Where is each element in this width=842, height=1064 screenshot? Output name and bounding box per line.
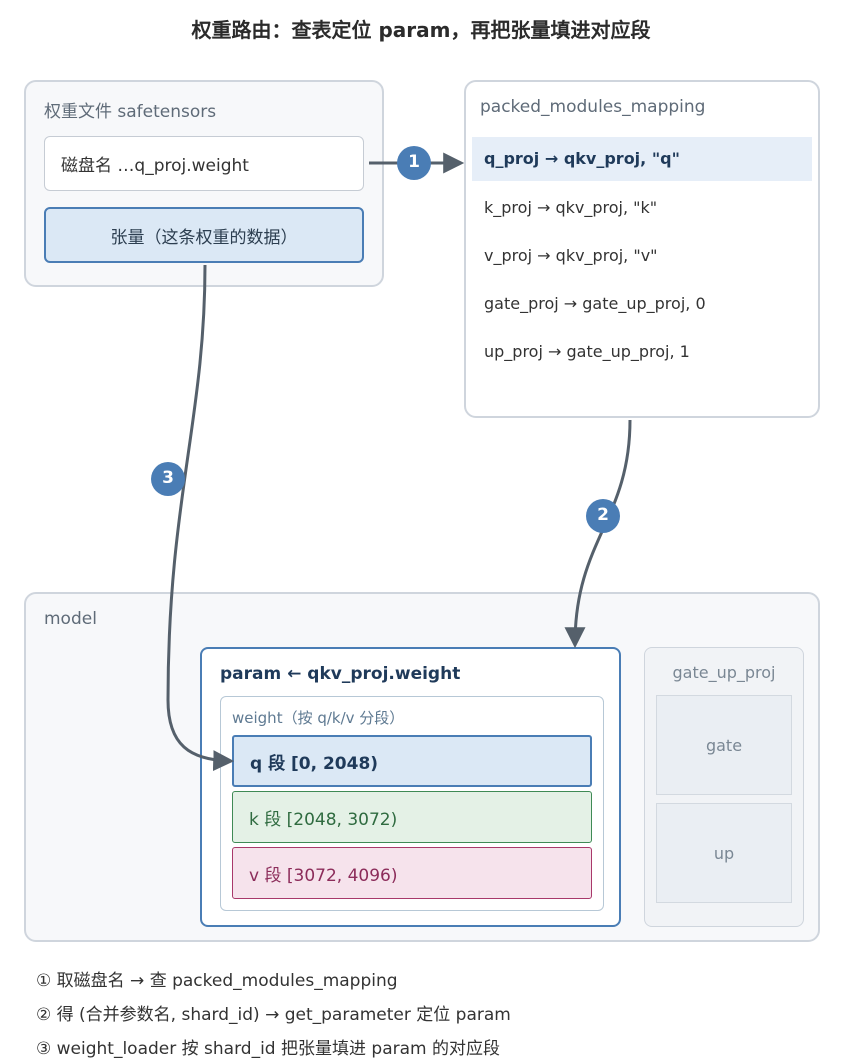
arrow-step-3 [166,264,235,772]
step-1-badge [397,146,431,180]
step-2-badge [586,499,620,533]
step-3-number: 3 [162,468,174,488]
mapping-row-k: k_proj → qkv_proj, "k" [484,198,658,217]
weight-label: weight（按 q/k/v 分段） [232,709,405,727]
mapping-row-q: q_proj → qkv_proj, "q" [484,149,680,168]
up-box: up [656,803,792,903]
segment-q: q 段 [0, 2048) [232,735,592,787]
model-label: model [44,609,97,629]
param-title: param ← qkv_proj.weight [220,664,461,684]
weights-file-label: 权重文件 safetensors [44,102,217,122]
tensor-box: 张量（这条权重的数据） [44,207,364,263]
segment-v: v 段 [3072, 4096) [232,847,592,899]
mapping-panel [464,80,820,418]
footnote-1: ① 取磁盘名 → 查 packed_modules_mapping [36,971,398,991]
footnote-3: ③ weight_loader 按 shard_id 把张量填进 param 的… [36,1039,500,1059]
mapping-row-gate: gate_proj → gate_up_proj, 0 [484,294,706,313]
step-1-number: 1 [408,152,420,172]
footnote-2: ② 得 (合并参数名, shard_id) → get_parameter 定位… [36,1005,511,1025]
disk-name-box: 磁盘名 …q_proj.weight [44,136,364,191]
mapping-label: packed_modules_mapping [480,97,706,117]
gate-box: gate [656,695,792,795]
mapping-row-up: up_proj → gate_up_proj, 1 [484,342,690,361]
mapping-row-v: v_proj → qkv_proj, "v" [484,246,658,265]
mapping-row-highlight [472,137,812,181]
gate-up-proj-label: gate_up_proj [672,663,776,682]
segment-k: k 段 [2048, 3072) [232,791,592,843]
step-3-badge [151,462,185,496]
page-title: 权重路由：查表定位 param，再把张量填进对应段 [191,18,651,42]
step-2-number: 2 [597,505,609,525]
